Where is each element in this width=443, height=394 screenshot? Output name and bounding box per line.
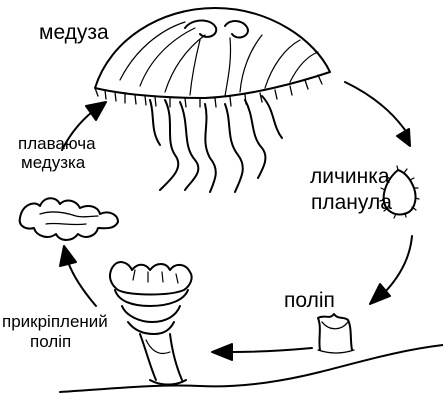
cycle-arrow <box>60 246 96 306</box>
label-medusa: медуза <box>39 22 109 43</box>
polyp-drawing <box>318 314 354 353</box>
cycle-arrow <box>345 82 410 146</box>
label-attached-polyp-line2: поліп <box>30 333 71 350</box>
ephyra-drawing <box>20 198 118 240</box>
label-ephyra-line1: плаваюча <box>18 135 96 152</box>
label-planula-line1: личинка <box>310 166 390 187</box>
jellyfish-drawing <box>95 8 330 192</box>
label-ephyra-line2: медузка <box>21 154 85 171</box>
label-polyp: поліп <box>284 290 335 311</box>
label-planula-line2: планула <box>311 192 392 213</box>
cycle-arrow <box>212 344 312 360</box>
cycle-arrow <box>370 236 412 304</box>
label-attached-polyp-line1: прикріплений <box>2 313 108 330</box>
strobila-drawing <box>110 262 192 384</box>
